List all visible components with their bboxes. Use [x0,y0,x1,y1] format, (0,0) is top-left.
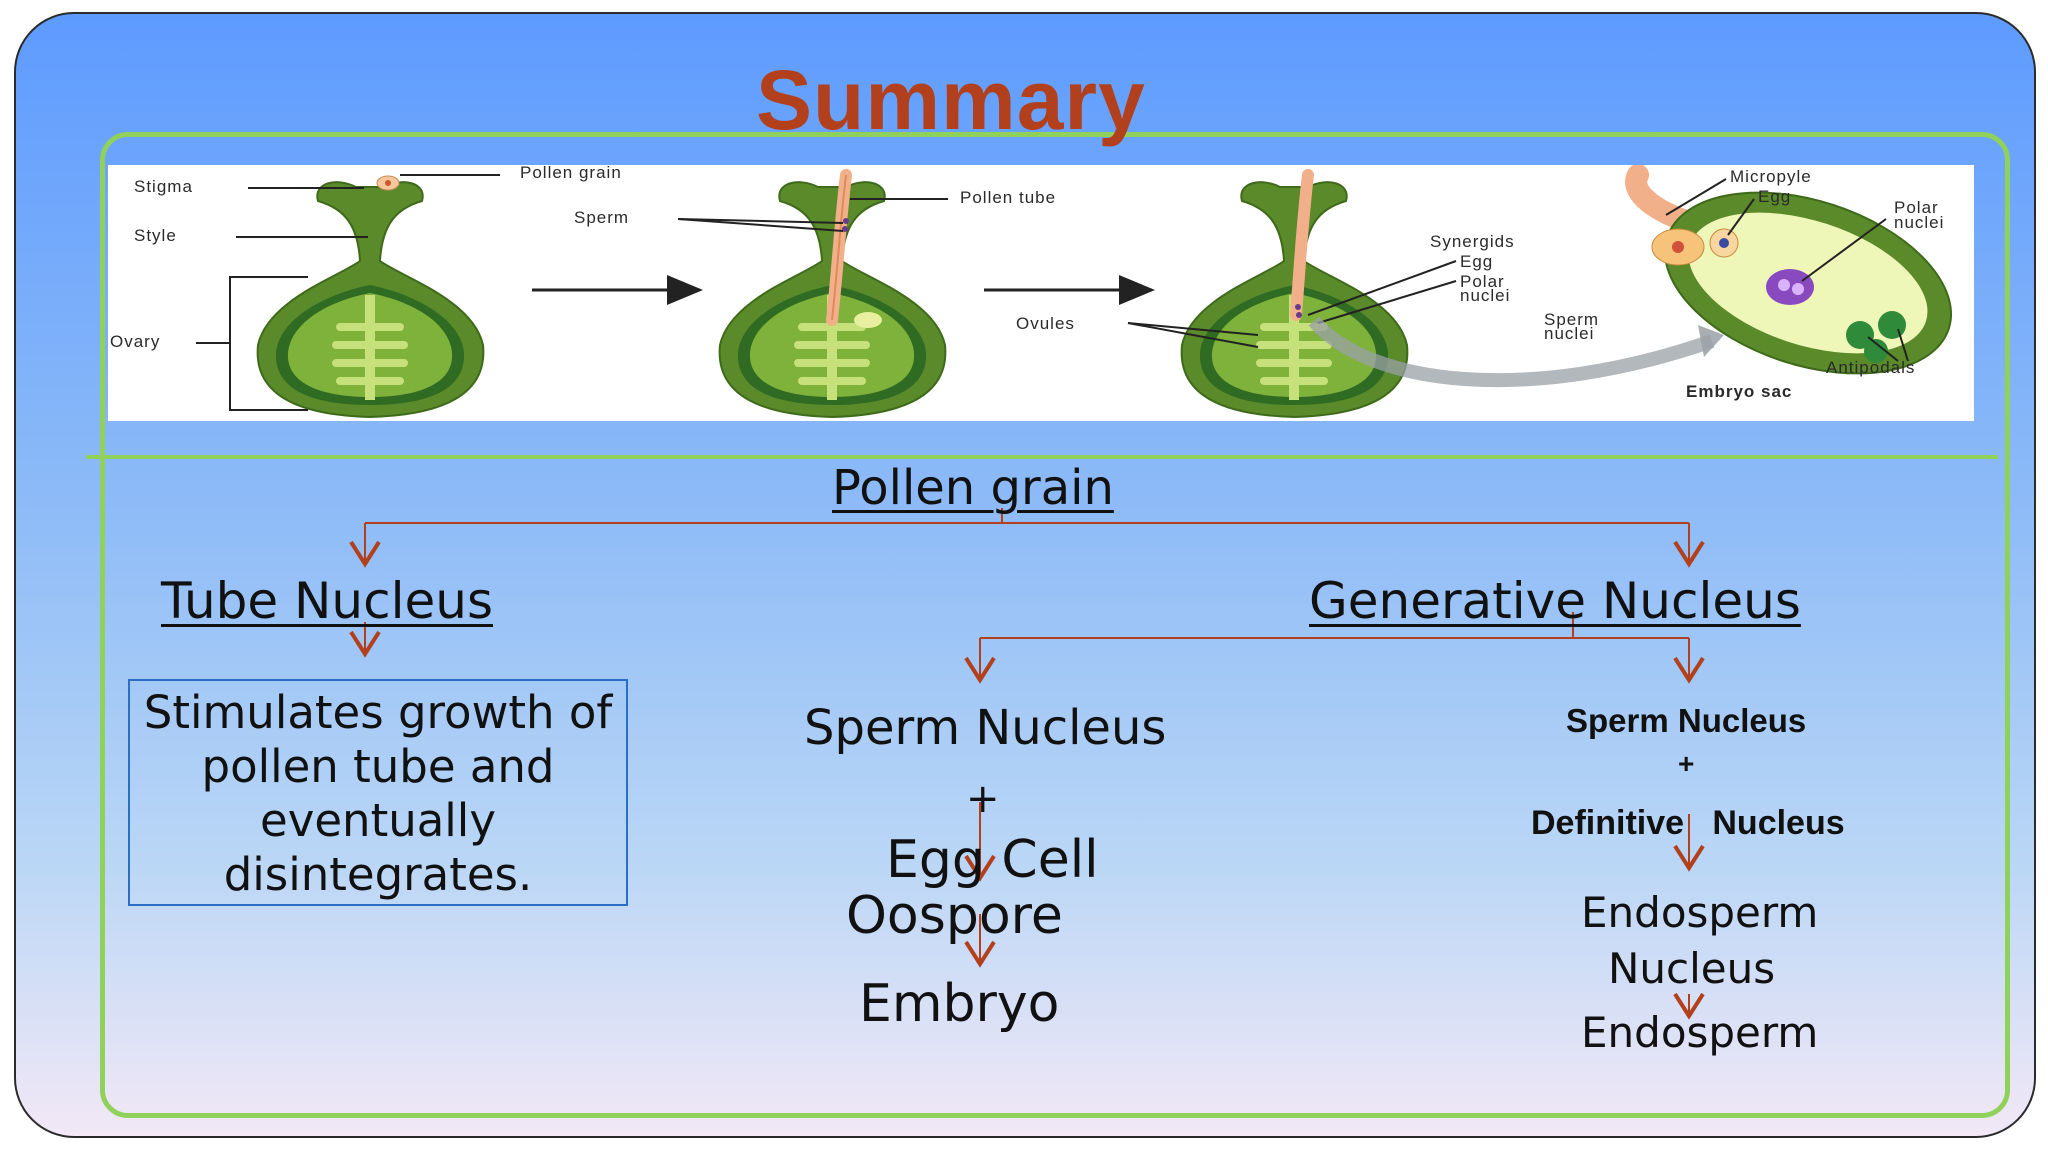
label-sperm-nuclei-2: nuclei [1544,324,1594,343]
embryo-sac-labels: Micropyle Egg Polar nuclei Antipodals Em… [1665,167,1944,401]
label-polar-2: nuclei [1460,286,1510,305]
label-sac-egg: Egg [1758,187,1791,206]
pistil-stage-1 [256,175,485,419]
label-sperm: Sperm [574,208,629,227]
label-egg: Egg [1460,252,1493,271]
flow-tube-nucleus: Tube Nucleus [161,572,494,630]
tube-nucleus-description: Stimulates growth of pollen tube and eve… [143,686,613,901]
flowchart-arrows [349,508,1705,1020]
page-title: Summary [756,53,1146,147]
embryo-sac-illustration [1625,165,1953,375]
right-sperm-nucleus: Sperm Nucleus [1566,702,1807,739]
label-sperm-nuclei-1: Sperm [1544,310,1599,329]
tube-nucleus-description-box [128,679,628,906]
label-synergids: Synergids [1430,232,1515,251]
flow-generative-nucleus: Generative Nucleus [1309,572,1801,630]
label-sac-polar-1: Polar [1894,198,1939,217]
label-embryo-sac: Embryo sac [1686,382,1792,401]
stage-1-labels: Stigma Style Ovary Pollen grain [110,165,622,411]
label-pollen-grain: Pollen grain [520,165,622,182]
left-oospore: Oospore [846,886,1063,946]
label-antipodals: Antipodals [1826,358,1915,377]
left-plus-sign: + [966,776,1000,822]
flow-root-pollen-grain: Pollen grain [832,460,1114,516]
section-divider [86,455,1998,459]
label-sac-polar-2: nuclei [1894,213,1944,232]
label-ovules: Ovules [1016,314,1075,333]
fertilization-illustration: Stigma Style Ovary Pollen grain [108,165,1974,421]
left-egg-cell: Egg Cell [886,830,1099,890]
stage-3-labels: Ovules Synergids Egg Polar nuclei Sperm … [1016,232,1724,388]
left-embryo: Embryo [859,974,1060,1034]
pistil-stage-2 [718,169,947,419]
left-sperm-nucleus: Sperm Nucleus [804,700,1167,756]
content-frame [100,132,2010,1118]
label-stigma: Stigma [134,177,193,196]
right-definitive-nucleus: Definitive Nucleus [1531,804,1845,842]
right-endosperm: Endosperm [1581,1008,1819,1057]
label-style: Style [134,226,177,245]
label-pollen-tube: Pollen tube [960,188,1056,207]
slide-background: Summary Stigma Style [14,12,2036,1138]
fertilization-stages-svg: Stigma Style Ovary Pollen grain [110,165,1953,419]
label-polar-1: Polar [1460,272,1505,291]
stage-2-labels: Sperm Pollen tube [574,188,1056,232]
label-micropyle: Micropyle [1730,167,1812,186]
right-endosperm-nucleus-line1: Endosperm [1581,888,1819,937]
label-ovary: Ovary [110,332,160,351]
right-plus-sign: + [1678,748,1695,779]
right-endosperm-nucleus-line2: Nucleus [1608,944,1776,993]
